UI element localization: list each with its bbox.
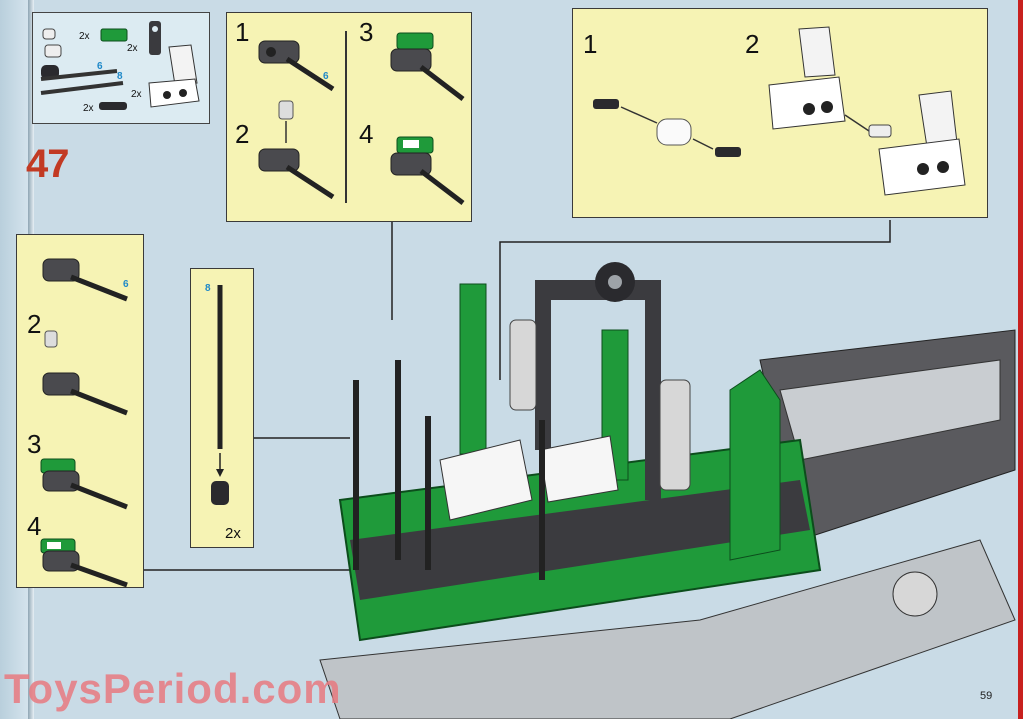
main-model-illustration [144,220,1016,719]
qty-axle-pin: 2x [83,103,94,114]
side-step2-illustration [42,330,128,416]
green-tile-part [100,28,128,42]
seat-part [148,44,200,108]
sub-b-step1-illustration [593,99,741,157]
qty-green-tile: 2x [79,31,90,42]
sub-a-step1-illustration [258,40,335,92]
side-axle-length: 6 [123,279,129,290]
axle-length-b: 8 [117,71,123,82]
sub-a-axle-length: 6 [323,71,329,82]
sub-b-step-1: 1 [583,29,598,59]
axle-parts [40,69,124,95]
sub-a-step4-illustration [390,136,465,205]
qty-seat: 2x [131,89,142,100]
step-number: 47 [26,142,69,186]
page-edge-red [1018,0,1023,719]
sub-a-step-2: 2 [235,119,250,149]
axle-connector-illustration [211,481,229,505]
side-step3-illustration [40,458,128,510]
axle-length-a: 6 [97,61,103,72]
pin-connector-part [149,21,161,55]
side-step-4: 4 [27,511,42,541]
sub-b-step-2: 2 [745,29,760,59]
sub-a-step-1: 1 [235,17,250,47]
page-number: 59 [980,690,993,702]
subassembly-a-panel: 1 2 3 4 6 [226,12,472,222]
side-step-3: 3 [27,429,42,459]
side-column-panel: 2 3 4 6 [16,234,144,588]
sub-a-step-3: 3 [359,17,374,47]
sub-a-step-4: 4 [359,119,374,149]
long-axle-illustration [217,285,223,449]
side-step-2: 2 [27,309,42,339]
callout-axle-length: 8 [205,283,211,294]
callout-arrow [216,453,224,477]
sub-b-step2-illustration [768,26,966,196]
sub-a-step3-illustration [390,32,465,101]
callout-qty: 2x [225,525,241,542]
watermark: ToysPeriod.com [4,665,342,712]
parts-list-panel: 2x 2x 2x 6 8 2x [32,12,210,124]
subassembly-a-divider [345,31,347,203]
bushing-parts [41,28,62,79]
side-step1-illustration [42,258,128,302]
subassembly-b-panel: 1 2 [572,8,988,218]
axle-pin-part [99,102,127,110]
qty-pin-connector: 2x [127,43,138,54]
side-step4-illustration [40,538,128,588]
axle-callout-panel: 8 2x [190,268,254,548]
sub-a-step2-illustration [258,100,335,200]
